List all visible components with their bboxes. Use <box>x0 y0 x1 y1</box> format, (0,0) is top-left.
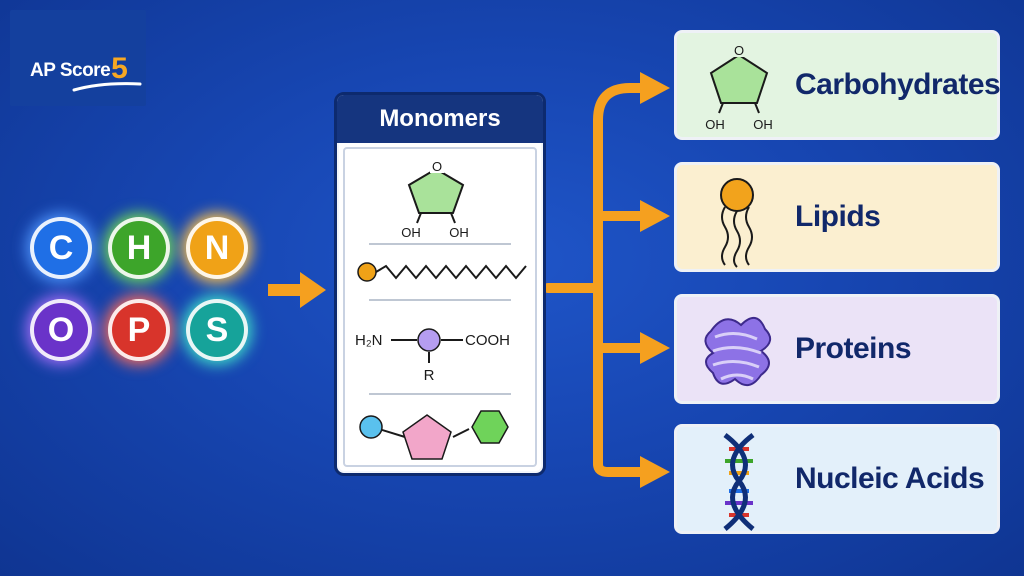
oh-left-label: OH <box>401 225 421 239</box>
fatty-acid-icon <box>357 262 527 282</box>
protein-fold-icon <box>704 317 772 386</box>
arrow-head-icon <box>640 200 670 232</box>
card-label: Proteins <box>795 332 912 365</box>
card-label: Carbohydrates <box>795 68 1001 101</box>
element-circle-h: H <box>108 217 170 279</box>
oh-right-label: OH <box>449 225 469 239</box>
oh-right-label: OH <box>753 117 773 132</box>
element-symbol: H <box>126 228 152 267</box>
card-lipids: Lipids <box>674 162 1000 272</box>
element-symbol: S <box>205 310 229 349</box>
logo-number: 5 <box>111 52 128 85</box>
card-label: Nucleic Acids <box>795 462 985 495</box>
right-arrow-icon <box>268 272 326 308</box>
monomers-title: Monomers <box>337 95 543 143</box>
nucleotide-icon <box>359 410 509 460</box>
ring-atom-label: O <box>432 159 442 174</box>
divider <box>369 393 511 395</box>
card-carbohydrates: O OH OH Carbohydrates <box>674 30 1001 140</box>
branching-arrows <box>546 72 670 488</box>
arrow-head-icon <box>640 72 670 104</box>
divider <box>369 299 511 301</box>
oh-left-label: OH <box>705 117 725 132</box>
element-symbol: O <box>47 310 75 349</box>
divider <box>369 243 511 245</box>
dna-helix-icon <box>723 433 755 531</box>
element-symbol: P <box>127 310 151 349</box>
logo-label: AP Score <box>30 60 111 81</box>
amino-acid-icon: H₂N COOH R <box>355 328 510 384</box>
logo: AP Score5 <box>10 10 146 106</box>
element-symbol: N <box>204 228 230 267</box>
element-circle-n: N <box>186 217 248 279</box>
phospholipid-icon <box>720 178 754 268</box>
logo-swoosh-icon <box>72 82 142 92</box>
logo-text: AP Score5 <box>30 50 128 85</box>
r-group-label: R <box>424 367 435 384</box>
arrow-head-icon <box>640 332 670 364</box>
card-proteins: Proteins <box>674 294 1000 404</box>
element-circle-p: P <box>108 299 170 361</box>
element-circle-c: C <box>30 217 92 279</box>
carbohydrate-ring-icon: O OH OH <box>705 43 773 132</box>
card-label: Lipids <box>795 200 881 233</box>
card-nucleic-acids: Nucleic Acids <box>674 424 1000 534</box>
monomers-panel: Monomers O OH OH H₂N <box>334 92 546 476</box>
element-circle-o: O <box>30 299 92 361</box>
monosaccharide-icon: O OH OH <box>401 159 469 239</box>
element-circle-s: S <box>186 299 248 361</box>
element-symbol: C <box>48 228 74 267</box>
ring-atom-label: O <box>734 43 744 58</box>
amine-label: H₂N <box>355 332 383 349</box>
monomers-list: O OH OH H₂N COOH R <box>343 147 537 467</box>
arrow-head-icon <box>640 456 670 488</box>
acid-label: COOH <box>465 332 510 349</box>
